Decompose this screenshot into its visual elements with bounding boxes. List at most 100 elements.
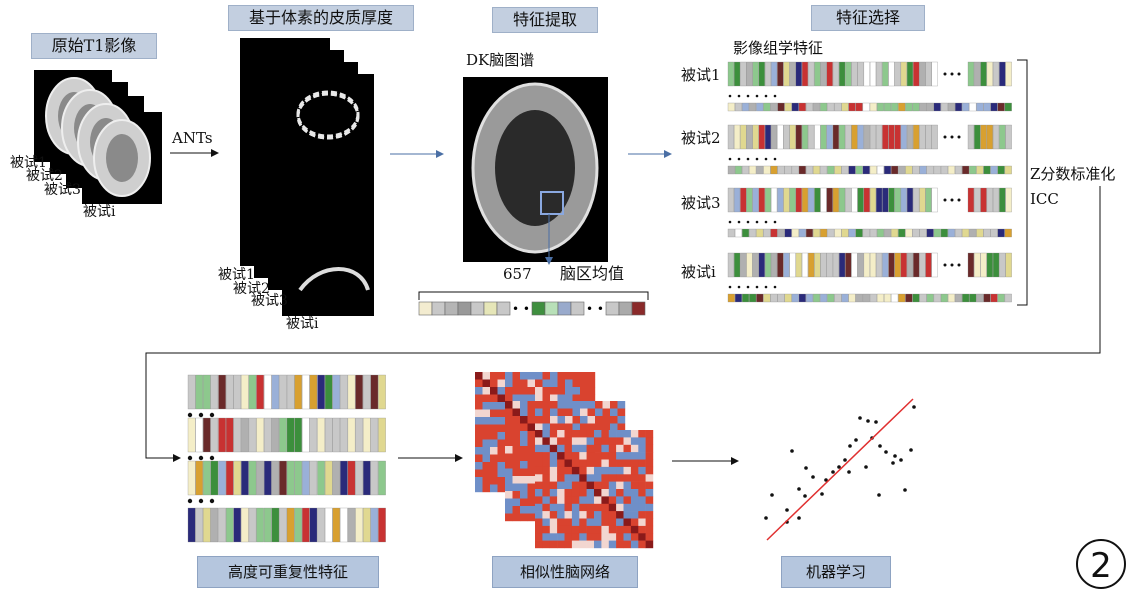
net-2-cell-2-15 bbox=[617, 416, 626, 424]
net-3-cell-3-11 bbox=[616, 452, 624, 460]
sel-s2-sub-cell-5 bbox=[763, 165, 771, 175]
net-3-cell-5-5 bbox=[571, 466, 580, 475]
rep-row-2-cell-13 bbox=[286, 460, 295, 496]
net-1-cell-0-3 bbox=[497, 372, 506, 380]
sel-si-sub-cell-23 bbox=[891, 293, 899, 303]
net-3-cell-10-14 bbox=[638, 503, 646, 512]
net-3-cell-14-3 bbox=[557, 533, 565, 541]
sel-s2-sub-cell-18 bbox=[855, 165, 863, 175]
net-1-cell-12-2 bbox=[490, 462, 498, 470]
net-3-cell-4-13 bbox=[630, 459, 639, 468]
net-3-cell-7-7 bbox=[586, 481, 595, 490]
sel-s2-main-cell-1 bbox=[734, 124, 741, 150]
sel-s3-sub-cell-12 bbox=[813, 228, 821, 238]
net-2-cell-2-10 bbox=[580, 416, 588, 424]
sel-si-sub-cell-11 bbox=[805, 293, 813, 303]
net-2-cell-0-7 bbox=[557, 401, 566, 409]
net-2-cell-3-8 bbox=[565, 423, 573, 432]
net-3-cell-11-10 bbox=[608, 511, 617, 519]
net-1-cell-2-13 bbox=[572, 387, 581, 395]
net-3-cell-14-9 bbox=[601, 533, 609, 541]
sel-si-sub-cell-6 bbox=[770, 293, 778, 303]
sel-s3-main-cell-30 bbox=[913, 187, 920, 213]
sel-si-sub-cell-5 bbox=[763, 293, 771, 303]
net-3-cell-4-4 bbox=[564, 459, 573, 468]
sel-s2-sub-cell-8 bbox=[784, 165, 792, 175]
sel-s1-main-cell-12 bbox=[801, 61, 809, 87]
sel-s3-hdots-dot-0 bbox=[943, 198, 947, 202]
net-2-cell-4-3 bbox=[527, 431, 536, 439]
sel-s1-sub-cell-36 bbox=[983, 102, 991, 112]
net-1-cell-2-5 bbox=[512, 387, 521, 395]
rep-dots-0-dot-0 bbox=[187, 412, 193, 418]
net-3-cell-14-5 bbox=[571, 533, 580, 541]
sel-si-sub-cell-17 bbox=[848, 293, 856, 303]
selection-subject-label-2: 被试2 bbox=[681, 129, 721, 147]
net-3-cell-5-1 bbox=[542, 466, 550, 475]
rep-row-0-cell-1 bbox=[195, 374, 203, 410]
selection-subject-label-3: 被试3 bbox=[681, 194, 721, 212]
sel-si-sub-cell-37 bbox=[990, 293, 998, 303]
sel-s1-main-cell-8 bbox=[777, 61, 784, 87]
net-2-cell-1-12 bbox=[595, 408, 603, 417]
sel-s1-main-cell-24 bbox=[876, 61, 883, 87]
sel-s1-hdots-dot-1 bbox=[950, 72, 954, 76]
net-3-cell-12-5 bbox=[571, 518, 580, 527]
sel-s1-sub-cell-26 bbox=[912, 102, 920, 112]
sel-si-main-cell-13 bbox=[808, 252, 815, 278]
net-3-cell-0-7 bbox=[586, 430, 595, 438]
net-1-cell-2-12 bbox=[565, 387, 573, 395]
sel-si-main-cell-28 bbox=[900, 252, 907, 278]
net-1-cell-3-9 bbox=[542, 394, 551, 403]
net-3-cell-2-9 bbox=[601, 444, 609, 453]
rep-row-2-cell-8 bbox=[248, 460, 257, 496]
rep-row-3-cell-16 bbox=[309, 507, 318, 543]
net-3-cell-7-15 bbox=[645, 481, 654, 490]
net-3-cell-10-15 bbox=[645, 503, 654, 512]
net-3-cell-13-10 bbox=[608, 525, 617, 534]
sel-s3-sub-cell-3 bbox=[749, 228, 757, 238]
net-3-cell-8-13 bbox=[630, 489, 639, 497]
zscore-label: Z分数标准化 bbox=[1030, 165, 1116, 183]
sel-s3-sub-cell-33 bbox=[962, 228, 970, 238]
net-2-cell-3-1 bbox=[512, 423, 521, 432]
net-2-cell-6-0 bbox=[505, 446, 513, 454]
sel-s1-main-cell-1 bbox=[734, 61, 741, 87]
sel-s3-sub-cell-18 bbox=[855, 228, 863, 238]
net-2-cell-2-4 bbox=[535, 416, 543, 424]
net-3-cell-9-5 bbox=[571, 496, 580, 504]
rep-row-0-cell-17 bbox=[317, 374, 325, 410]
rep-row-3-cell-20 bbox=[340, 507, 348, 543]
sel-s1-sub-cell-15 bbox=[834, 102, 842, 112]
net-2-cell-15-1 bbox=[512, 513, 521, 522]
net-1-cell-3-12 bbox=[565, 394, 573, 403]
net-1-cell-1-14 bbox=[580, 379, 588, 388]
net-3-cell-10-12 bbox=[623, 503, 632, 512]
net-1-cell-3-11 bbox=[557, 394, 566, 403]
net-3-cell-15-9 bbox=[601, 540, 609, 549]
net-3-cell-6-12 bbox=[623, 474, 632, 482]
sel-s3-sub-cell-34 bbox=[969, 228, 977, 238]
net-3-cell-5-4 bbox=[564, 466, 573, 475]
net-3-cell-4-14 bbox=[638, 459, 646, 468]
sel-si-main-cell-31 bbox=[919, 252, 926, 278]
sel-s1-main-cell-11 bbox=[795, 61, 802, 87]
net-1-cell-3-5 bbox=[512, 394, 521, 403]
net-3-cell-6-1 bbox=[542, 474, 550, 482]
net-1-cell-3-13 bbox=[572, 394, 581, 403]
sel-si-sub-cell-9 bbox=[791, 293, 799, 303]
net-3-cell-4-7 bbox=[586, 459, 595, 468]
sel-s2-vdots-dot-5 bbox=[773, 157, 777, 161]
net-2-cell-0-14 bbox=[610, 401, 618, 409]
rep-row-1-cell-4 bbox=[218, 417, 226, 453]
scatter-point-18 bbox=[824, 478, 828, 482]
net-3-cell-13-7 bbox=[586, 525, 595, 534]
net-2-cell-1-5 bbox=[542, 408, 551, 417]
net-1-cell-1-10 bbox=[550, 379, 558, 388]
net-3-cell-2-10 bbox=[608, 444, 617, 453]
sel-s1-main-cell-20 bbox=[851, 61, 858, 87]
scatter-point-22 bbox=[797, 487, 801, 491]
net-2-cell-2-0 bbox=[505, 416, 513, 424]
sel-s1-main-cell-32 bbox=[925, 61, 932, 87]
net-3-cell-4-0 bbox=[535, 459, 543, 468]
